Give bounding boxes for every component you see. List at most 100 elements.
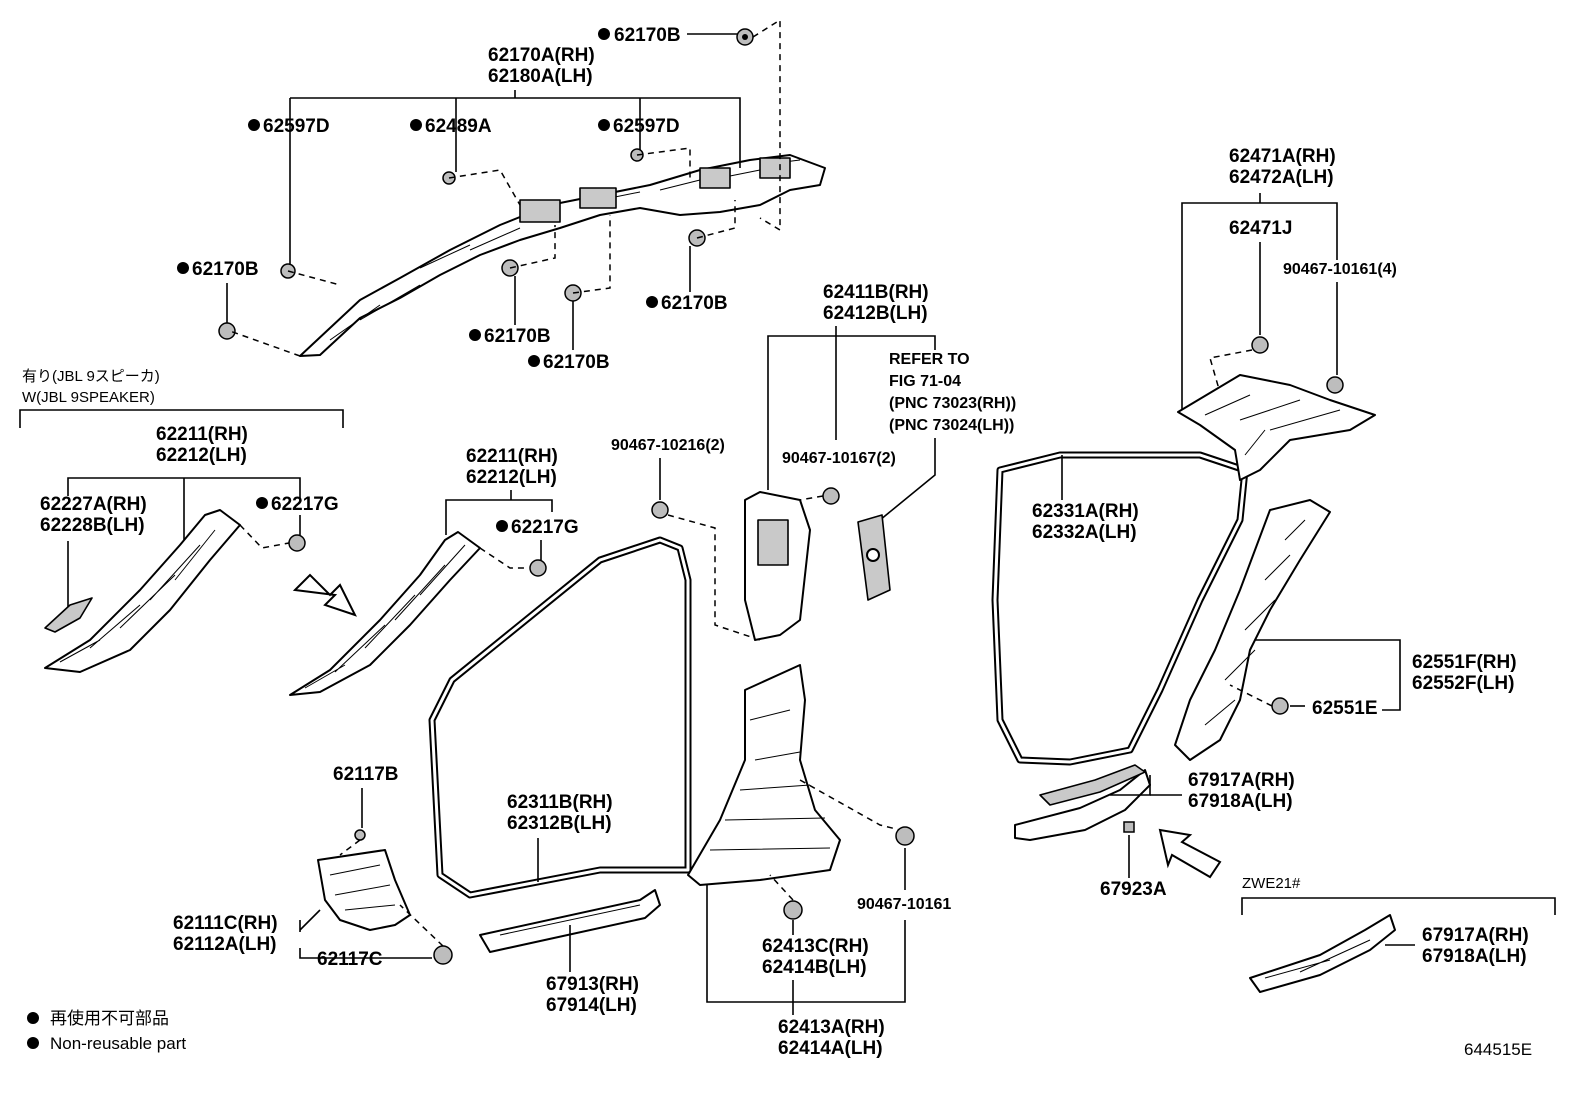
center-pillar-upper-garnish-part <box>744 491 811 641</box>
label-62472A: 62472A(LH) <box>1229 167 1334 188</box>
label-jbl-ja: 有り(JBL 9スピーカ) <box>22 368 160 385</box>
label-62228B: 62228B(LH) <box>40 515 145 536</box>
non-reusable-dot-icon <box>598 28 610 40</box>
label-62217G-a: 62217G <box>271 494 339 515</box>
front-scuff-plate-group: 67913(RH) 67914(LH) <box>479 889 661 1016</box>
label-62170B-right: 62170B <box>661 293 728 314</box>
label-62312B: 62312B(LH) <box>507 813 612 834</box>
non-reusable-dot-icon <box>598 119 610 131</box>
direction-arrow-icon <box>1158 828 1222 879</box>
roof-side-garnish-part <box>1177 374 1376 481</box>
label-62170B-mid1: 62170B <box>484 326 551 347</box>
figure-id: 644515E <box>1464 1040 1532 1059</box>
label-62414B: 62414B(LH) <box>762 957 867 978</box>
clip-icon <box>1271 697 1289 715</box>
clip-icon <box>822 487 840 505</box>
front-scuff-plate-part <box>479 889 661 953</box>
label-62112A: 62112A(LH) <box>173 934 277 955</box>
label-62212-b: 62212(LH) <box>466 467 557 488</box>
label-62170B-mid2: 62170B <box>543 352 610 373</box>
label-62117C: 62117C <box>317 949 383 970</box>
non-reusable-dot-icon <box>248 119 260 131</box>
label-62227A: 62227A(RH) <box>40 494 147 515</box>
cowl-side-trim-group: 62117B 62111C(RH) 62112A(LH) 62117C <box>173 764 453 970</box>
center-pillar-upper-group: 90467-10216(2) 62411B(RH) 62412B(LH) REF… <box>611 282 1016 641</box>
label-62471J: 62471J <box>1229 218 1292 239</box>
label-refer-1: REFER TO <box>889 351 970 368</box>
non-reusable-dot-icon <box>496 520 508 532</box>
label-62331A: 62331A(RH) <box>1032 501 1139 522</box>
label-62117B: 62117B <box>333 764 399 785</box>
rear-scuff-plate-group: 67917A(RH) 67918A(LH) 67923A <box>1014 764 1295 900</box>
belt-hole-detail <box>757 519 789 566</box>
quarter-pillar-garnish-part <box>1174 499 1331 761</box>
label-62489A: 62489A <box>425 116 492 137</box>
label-refer-3: (PNC 73023(RH)) <box>889 395 1016 412</box>
rear-scuff-plate-part <box>1014 769 1151 841</box>
curtain-airbag-part <box>299 154 826 357</box>
non-reusable-dot-icon <box>646 296 658 308</box>
label-62111C: 62111C(RH) <box>173 913 278 934</box>
clip-icon <box>529 559 547 577</box>
label-90467-10161-4: 90467-10161(4) <box>1283 261 1397 278</box>
clip-icon <box>651 501 669 519</box>
a-pillar-garnish-jbl-part <box>44 509 241 673</box>
a-pillar-group: 62211(RH) 62212(LH) 62217G <box>289 446 579 696</box>
label-62414A: 62414A(LH) <box>778 1038 883 1059</box>
non-reusable-dot-icon <box>27 1012 39 1024</box>
non-reusable-dot-icon <box>528 355 540 367</box>
label-90467-10216: 90467-10216(2) <box>611 437 725 454</box>
legend-text-en: Non-reusable part <box>50 1034 186 1053</box>
legend-text-ja: 再使用不可部品 <box>50 1008 169 1028</box>
label-90467-10167: 90467-10167(2) <box>782 450 896 467</box>
roof-side-garnish-group: 62471A(RH) 62472A(LH) 62471J 90467-10161… <box>1177 146 1397 481</box>
label-jbl-en: W(JBL 9SPEAKER) <box>22 389 155 406</box>
clip-icon <box>1251 336 1269 354</box>
clip-icon <box>218 322 236 340</box>
rear-weatherstrip-group: 62331A(RH) 62332A(LH) <box>991 451 1249 766</box>
speaker-grille-part <box>44 597 93 633</box>
label-zwe21: ZWE21# <box>1242 875 1301 892</box>
non-reusable-dot-icon <box>410 119 422 131</box>
airbag-module-block <box>579 187 617 209</box>
front-weatherstrip-group: 62311B(RH) 62312B(LH) <box>428 536 692 899</box>
label-62551E: 62551E <box>1312 698 1378 719</box>
label-62180A: 62180A(LH) <box>488 66 593 87</box>
label-67918A-b: 67918A(LH) <box>1422 946 1527 967</box>
label-67918A-a: 67918A(LH) <box>1188 791 1293 812</box>
label-62211-b: 62211(RH) <box>466 446 558 467</box>
legend: 再使用不可部品 Non-reusable part <box>27 1008 186 1053</box>
center-pillar-lower-group: 90467-10161 62413C(RH) 62414B(LH) 62413A… <box>687 664 951 1059</box>
a-pillar-garnish-part <box>289 531 481 696</box>
label-refer-2: FIG 71-04 <box>889 373 961 390</box>
label-62413C: 62413C(RH) <box>762 936 869 957</box>
label-62170B-left: 62170B <box>192 259 259 280</box>
clip-icon <box>1123 821 1135 833</box>
label-62332A: 62332A(LH) <box>1032 522 1137 543</box>
clip-icon <box>736 28 754 46</box>
label-62212-a: 62212(LH) <box>156 445 247 466</box>
label-refer-4: (PNC 73024(LH)) <box>889 417 1014 434</box>
label-67917A-a: 67917A(RH) <box>1188 770 1295 791</box>
clip-icon <box>1326 376 1344 394</box>
clip-icon <box>354 829 366 841</box>
label-67914: 67914(LH) <box>546 995 637 1016</box>
label-67923A: 67923A <box>1100 879 1167 900</box>
label-62412B: 62412B(LH) <box>823 303 928 324</box>
label-67913: 67913(RH) <box>546 974 639 995</box>
label-62170A: 62170A(RH) <box>488 45 595 66</box>
clip-icon <box>288 534 306 552</box>
center-pillar-lower-garnish-part <box>687 664 841 886</box>
clip-icon <box>783 900 803 920</box>
jbl-pillar-group: 有り(JBL 9スピーカ) W(JBL 9SPEAKER) 62211(RH) … <box>19 368 344 673</box>
clip-icon <box>433 945 453 965</box>
label-62551F: 62551F(RH) <box>1412 652 1517 673</box>
direction-arrow-icon <box>292 573 357 617</box>
rear-scuff-plate-cover-part <box>1039 764 1146 806</box>
airbag-module-block <box>699 167 731 189</box>
label-62170B-top: 62170B <box>614 25 681 46</box>
rear-scuff-plate-zwe21-part <box>1249 914 1396 993</box>
label-62311B: 62311B(RH) <box>507 792 613 813</box>
non-reusable-dot-icon <box>469 329 481 341</box>
